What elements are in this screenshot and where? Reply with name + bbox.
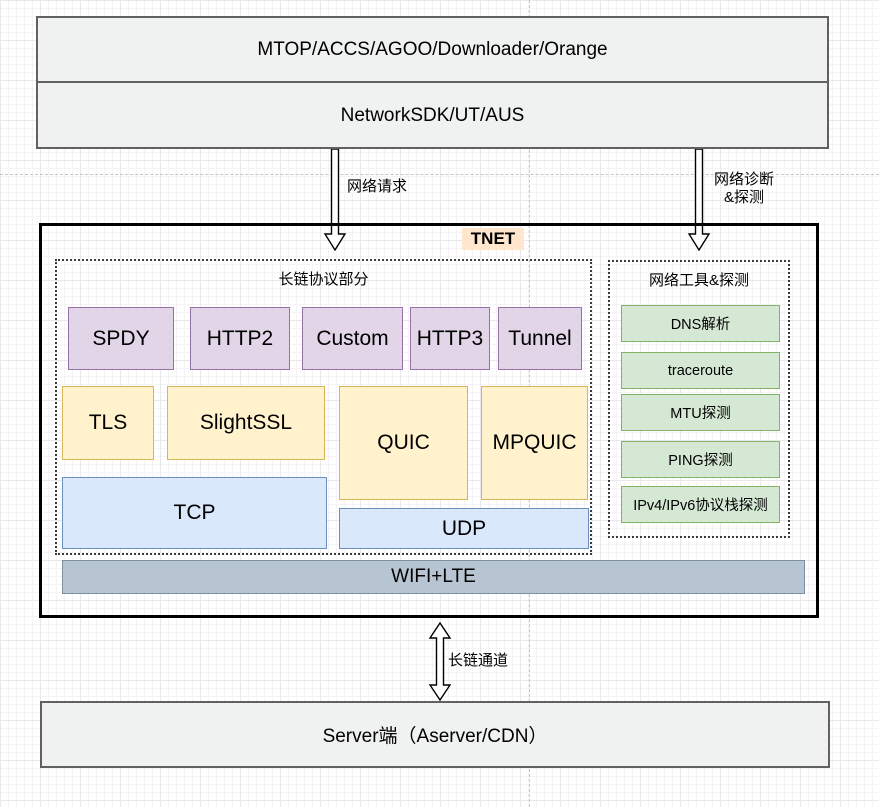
server-box: Server端（Aserver/CDN） xyxy=(40,701,830,768)
network-diagnostic-arrow-icon xyxy=(687,149,711,251)
tnet-tag: TNET xyxy=(462,228,524,250)
transport-box-udp: UDP xyxy=(339,508,589,549)
protocol-section-title: 长链协议部分 xyxy=(278,271,369,288)
protocol-box-http2: HTTP2 xyxy=(190,307,290,370)
security-box-slightssl: SlightSSL xyxy=(167,386,325,460)
protocol-section-box: 长链协议部分 xyxy=(55,259,592,555)
network-diagnostic-label-line2: &探测 xyxy=(723,189,764,206)
tool-box-dns: DNS解析 xyxy=(621,305,780,342)
tools-section-title: 网络工具&探测 xyxy=(648,272,749,289)
security-box-mpquic: MPQUIC xyxy=(481,386,588,500)
wifi-lte-bar: WIFI+LTE xyxy=(62,560,805,594)
transport-box-tcp: TCP xyxy=(62,477,327,549)
network-diagnostic-label-line1: 网络诊断 xyxy=(713,171,774,188)
tool-box-traceroute: traceroute xyxy=(621,352,780,389)
tool-box-ping: PING探测 xyxy=(621,441,780,478)
page-boundary-horizontal-line xyxy=(0,174,879,175)
tool-box-mtu: MTU探测 xyxy=(621,394,780,431)
link-channel-label: 长链通道 xyxy=(448,652,509,669)
app-layer-box: MTOP/ACCS/AGOO/Downloader/Orange Network… xyxy=(36,16,829,149)
network-diagnostic-label: 网络诊断 &探测 xyxy=(709,171,779,207)
security-box-tls: TLS xyxy=(62,386,154,460)
link-channel-arrow-icon xyxy=(428,622,452,701)
app-layer-bottom-row: NetworkSDK/UT/AUS xyxy=(340,105,525,126)
network-request-arrow-icon xyxy=(323,149,347,251)
network-request-label: 网络请求 xyxy=(347,178,408,195)
security-box-quic: QUIC xyxy=(339,386,468,500)
protocol-box-spdy: SPDY xyxy=(68,307,174,370)
tool-box-ipstack: IPv4/IPv6协议栈探测 xyxy=(621,486,780,523)
tools-section-box: 网络工具&探测 xyxy=(608,260,790,538)
protocol-box-custom: Custom xyxy=(302,307,403,370)
tnet-frame xyxy=(39,223,819,618)
app-layer-top-row: MTOP/ACCS/AGOO/Downloader/Orange xyxy=(38,18,827,83)
protocol-box-tunnel: Tunnel xyxy=(498,307,582,370)
protocol-box-http3: HTTP3 xyxy=(410,307,490,370)
